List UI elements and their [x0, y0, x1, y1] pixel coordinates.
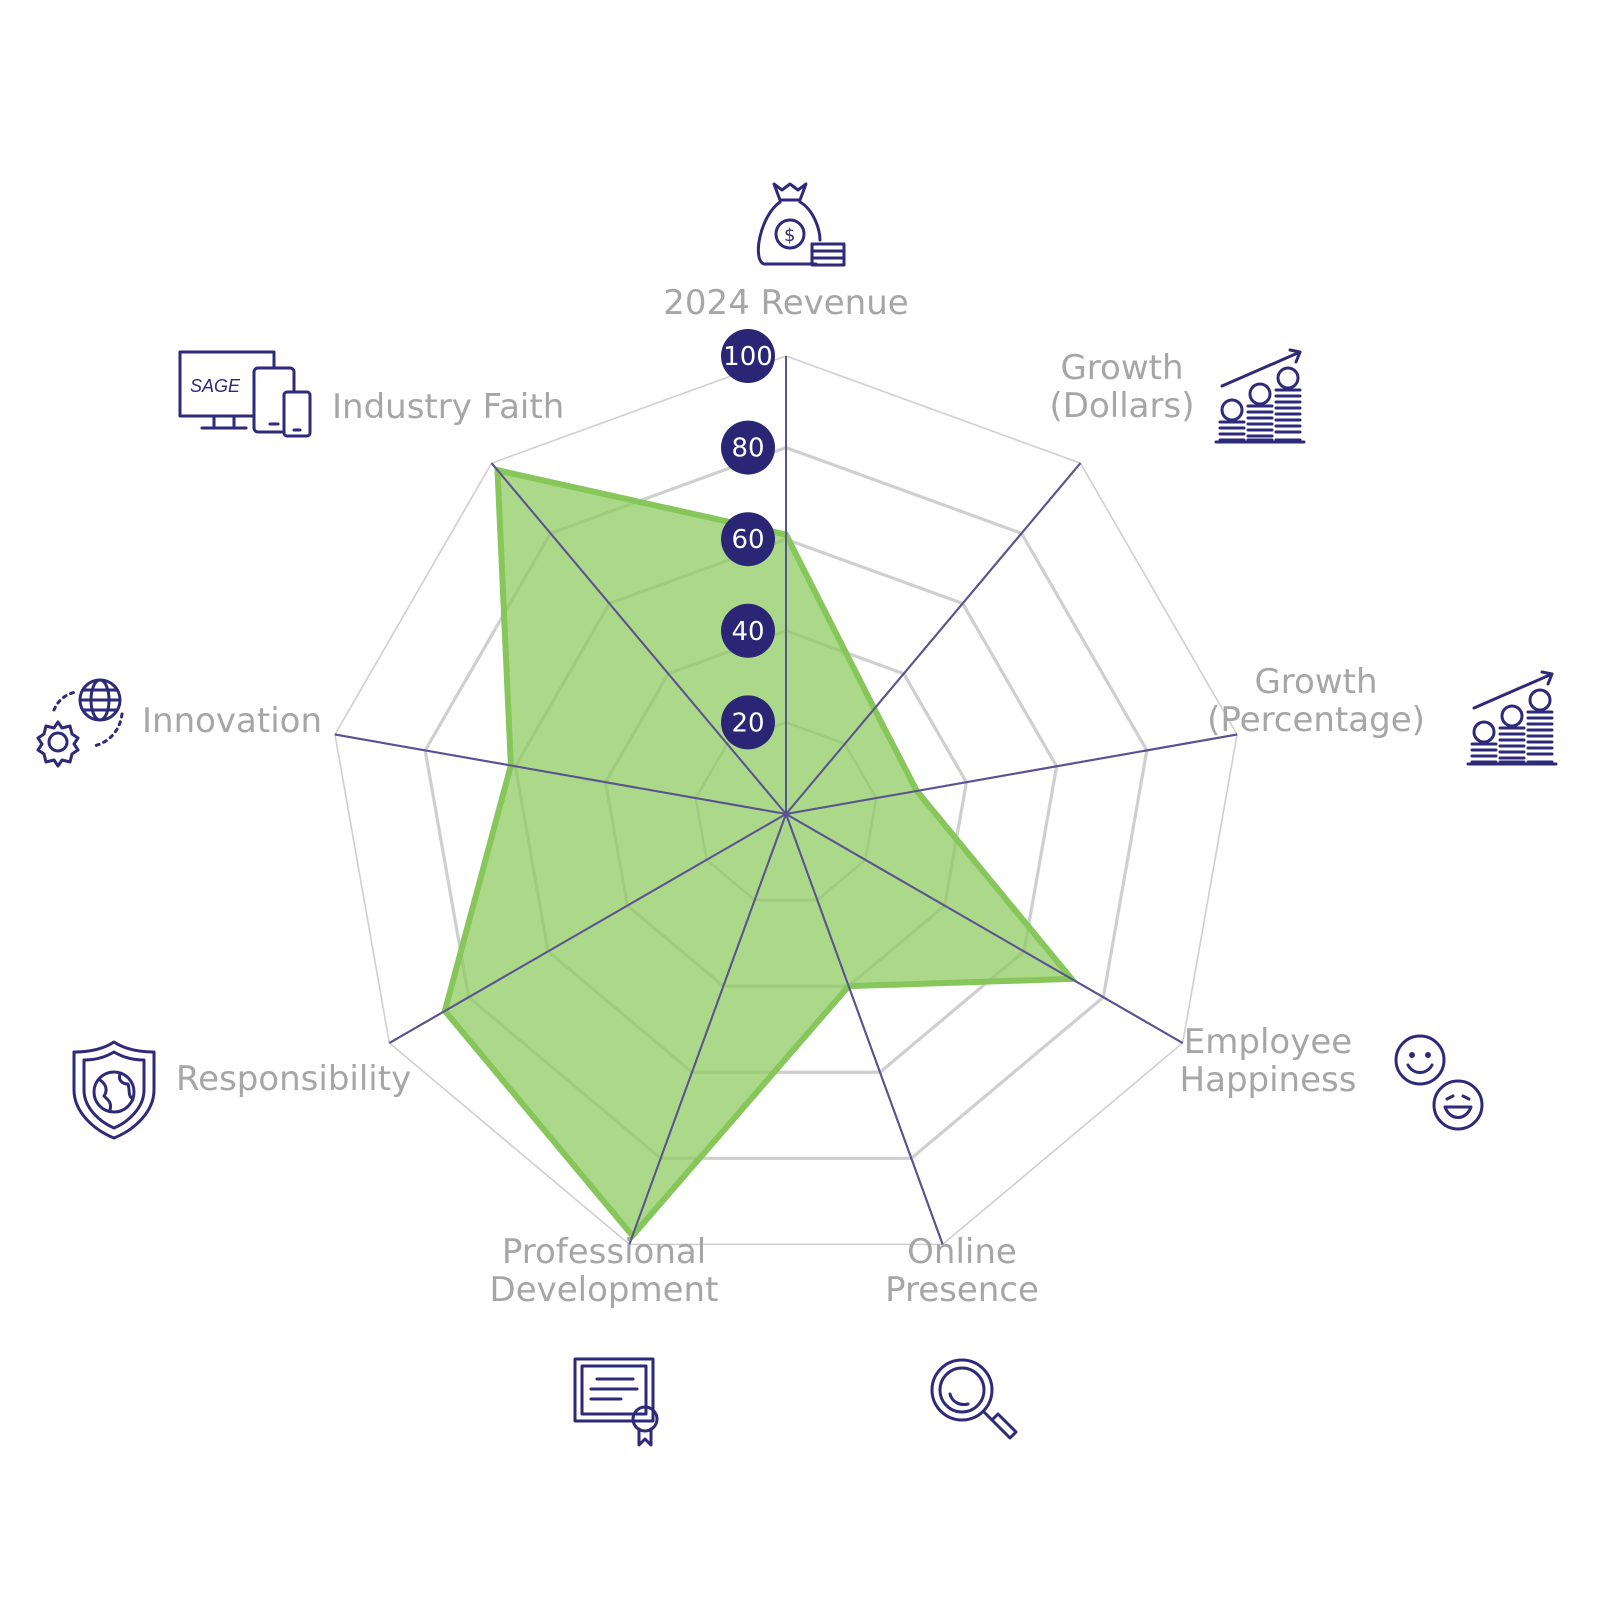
- axis-spoke-overlay: [628, 813, 787, 1245]
- svg-text:$: $: [784, 225, 795, 246]
- sage-wordmark: SAGE: [190, 376, 241, 396]
- tick-label: 60: [731, 525, 764, 555]
- axis-label: Online: [907, 1232, 1017, 1272]
- tick-badge: 40: [721, 603, 775, 658]
- globe-gear-icon: [36, 678, 124, 768]
- axis-label: 2024 Revenue: [663, 283, 908, 323]
- axis-spoke-overlay: [785, 733, 1238, 815]
- axis-label: Innovation: [142, 701, 322, 741]
- axis-spoke-overlay: [490, 462, 787, 815]
- tick-badge: 80: [721, 420, 775, 475]
- axis-label: (Percentage): [1207, 700, 1425, 740]
- smiley-faces-icon: [1394, 1034, 1484, 1131]
- sage-devices-icon: SAGE: [178, 350, 312, 438]
- axis-label: Presence: [885, 1270, 1039, 1310]
- tick-label: 20: [731, 708, 764, 738]
- axis-labels: 2024 RevenueGrowth(Dollars)Growth(Percen…: [142, 283, 1425, 1310]
- tick-label: 40: [731, 617, 764, 647]
- series-area: [441, 466, 1078, 1241]
- data-series: [334, 356, 1238, 1245]
- money-bag-icon: $: [756, 182, 846, 267]
- axis-spoke-overlay: [785, 462, 1082, 815]
- grid-ring-80: [423, 445, 1149, 1160]
- axis-label: Industry Faith: [332, 387, 564, 427]
- tick-badge: 100: [721, 329, 775, 383]
- tick-badges: 20 40 60 80 100: [721, 329, 775, 750]
- axis-label: Development: [490, 1270, 719, 1310]
- axis-spoke-overlay: [334, 733, 787, 815]
- certificate-icon: [573, 1357, 659, 1447]
- tick-badge: 60: [721, 512, 775, 567]
- axis-label: Growth: [1254, 662, 1377, 702]
- axis-label: Professional: [502, 1232, 706, 1272]
- globe-shield-icon: [72, 1040, 156, 1140]
- axis-spoke-overlay: [785, 813, 944, 1245]
- axis-label: Responsibility: [176, 1059, 411, 1099]
- grid-ring-100: [334, 355, 1238, 1246]
- axis-spoke-overlay: [785, 813, 1184, 1044]
- axis-spoke-overlay: [388, 813, 787, 1044]
- tick-badge: 20: [721, 695, 775, 750]
- magnifier-icon: [930, 1358, 1018, 1440]
- coin-growth-dollars-icon: [1214, 348, 1306, 444]
- axis-label: Employee: [1184, 1022, 1352, 1062]
- tick-label: 80: [731, 434, 764, 464]
- coin-growth-percentage-icon: [1466, 670, 1558, 766]
- axis-label: Happiness: [1180, 1060, 1357, 1100]
- axis-label: (Dollars): [1050, 386, 1195, 426]
- axis-label: Growth: [1060, 348, 1183, 388]
- tick-label: 100: [723, 342, 773, 372]
